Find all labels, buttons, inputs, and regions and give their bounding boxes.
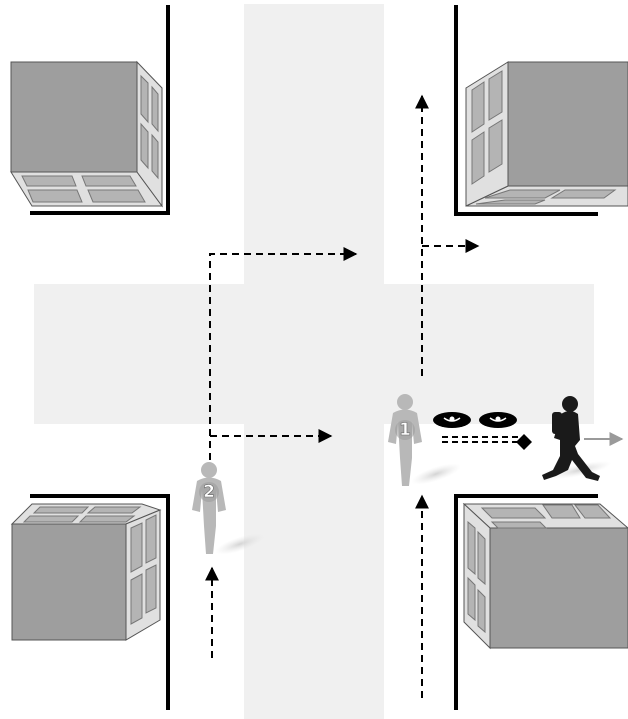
walking-person-icon	[542, 396, 612, 481]
curb-top-right	[454, 5, 598, 216]
person-figure	[192, 462, 226, 554]
eye-icon	[433, 412, 471, 428]
building-side	[507, 61, 628, 187]
building-windows	[471, 70, 617, 205]
eye-icon	[479, 412, 517, 428]
pedestrian-2: 2	[192, 462, 265, 555]
building-windows	[21, 74, 159, 203]
building-top-left	[10, 60, 163, 208]
pedestrian-1: 1	[388, 394, 461, 486]
building-bottom-right	[462, 502, 628, 650]
shadow	[215, 533, 265, 555]
horizontal-road	[34, 284, 594, 424]
badge-circle	[395, 420, 415, 440]
building-side	[489, 527, 628, 649]
building-top-right	[465, 61, 628, 207]
curb-bottom-right	[454, 494, 598, 710]
curb-top-left	[30, 5, 170, 215]
curbs	[30, 5, 598, 710]
pedestrian-label: 2	[203, 482, 215, 502]
curb-bottom-left	[30, 494, 170, 710]
roads	[34, 4, 594, 719]
building-side	[10, 61, 138, 173]
building-side	[11, 523, 127, 641]
building-windows	[467, 504, 612, 634]
path-2-up-right	[209, 247, 358, 436]
shadow	[411, 463, 461, 485]
walking-paths	[205, 94, 480, 698]
badge-circle	[199, 482, 219, 502]
building-bottom-left	[10, 503, 162, 641]
gaze-indicator	[433, 412, 532, 450]
building-windows	[22, 506, 157, 625]
pedestrian-label: 1	[399, 420, 411, 440]
